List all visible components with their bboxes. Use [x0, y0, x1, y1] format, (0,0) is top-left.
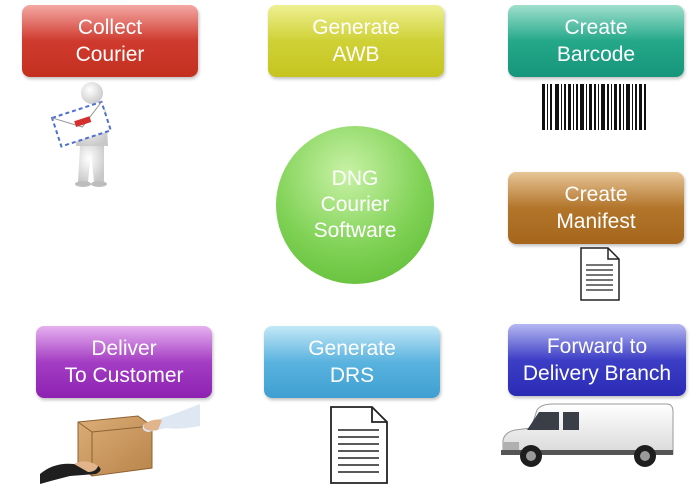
- collect-courier-box: Collect Courier: [22, 5, 198, 77]
- person-with-envelope-icon: [50, 82, 113, 187]
- forward-label-line1: Forward to: [546, 335, 648, 358]
- generate-drs-box: Generate DRS: [264, 326, 440, 398]
- create-barcode-label-line2: Barcode: [556, 43, 636, 66]
- create-barcode-label-line1: Create: [564, 16, 628, 39]
- center-label-line3: Software: [313, 219, 397, 242]
- generate-drs-label-line1: Generate: [308, 337, 396, 360]
- deliver-label-line1: Deliver: [91, 337, 157, 360]
- generate-awb-label-line2: AWB: [332, 43, 380, 66]
- create-manifest-label-line1: Create: [564, 183, 628, 206]
- document-icon: [580, 247, 620, 301]
- delivery-van-icon: [501, 403, 674, 467]
- generate-drs-label-line2: DRS: [329, 364, 375, 387]
- create-barcode-box: Create Barcode: [508, 5, 684, 77]
- deliver-label-line2: To Customer: [64, 364, 184, 387]
- center-label-line2: Courier: [320, 193, 390, 216]
- create-manifest-label-line2: Manifest: [556, 210, 636, 233]
- generate-awb-label-line1: Generate: [312, 16, 400, 39]
- create-manifest-box: Create Manifest: [508, 172, 684, 244]
- center-label-line1: DNG: [331, 167, 379, 190]
- generate-awb-box: Generate AWB: [268, 5, 444, 77]
- document-icon: [330, 406, 388, 484]
- forward-to-delivery-branch-box: Forward to Delivery Branch: [508, 324, 686, 396]
- collect-courier-label-line2: Courier: [75, 43, 145, 66]
- barcode-icon: [542, 84, 646, 130]
- deliver-to-customer-box: Deliver To Customer: [36, 326, 212, 398]
- collect-courier-label-line1: Collect: [77, 16, 143, 39]
- package-handover-icon: [40, 404, 200, 484]
- center-software-circle: DNG Courier Software: [276, 126, 434, 284]
- forward-label-line2: Delivery Branch: [522, 362, 672, 385]
